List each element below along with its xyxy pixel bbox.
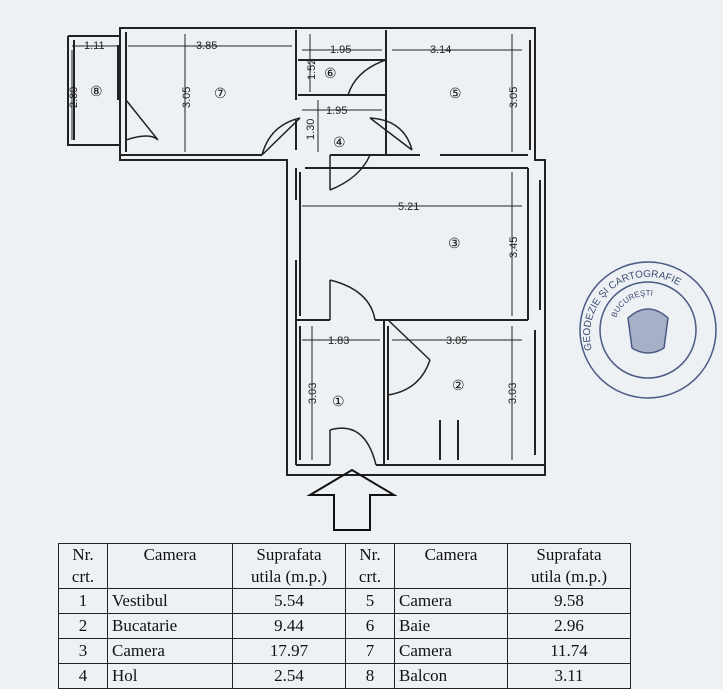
dim-room4-height: 1.30 [305,119,317,140]
dim-room4-width: 1.95 [326,105,347,117]
cell-nr: 5 [345,588,395,614]
cadastre-stamp: GEODEZIE ŞI CARTOGRAFIE BUCUREŞTI [579,261,717,399]
dim-room5-height: 3.05 [508,87,520,108]
cell-nr: 6 [345,613,395,639]
header-nr: Nr. crt. [58,543,108,589]
table-header-row: Nr. crt. Camera Suprafata utila (m.p.) N… [58,543,631,589]
rooms-table: Nr. crt. Camera Suprafata utila (m.p.) N… [58,543,631,689]
cell-camera: Camera [107,638,233,664]
dim-room1-width: 1.83 [328,335,349,347]
cell-nr: 1 [58,588,108,614]
dim-balcony-width: 1.11 [84,40,105,52]
room-label-2: ② [452,377,465,393]
header-camera-2: Camera [394,543,508,589]
dim-room1-height: 3.03 [307,383,319,404]
cell-suprafata: 2.96 [507,613,631,639]
dim-room3-width: 5.21 [398,201,419,213]
header-camera: Camera [107,543,233,589]
room-label-7: ⑦ [214,85,227,101]
header-nr-2: Nr. crt. [345,543,395,589]
cell-nr: 7 [345,638,395,664]
cell-camera: Camera [394,638,508,664]
table-row: 4 Hol 2.54 8 Balcon 3.11 [58,663,631,689]
cell-suprafata: 2.54 [232,663,346,689]
room-label-8: ⑧ [90,83,103,99]
floor-plan: 1.11 3.85 1.95 3.14 2.80 3.05 1.52 3.05 … [67,27,717,531]
header-suprafata-2: Suprafata utila (m.p.) [507,543,631,589]
doors [125,59,431,466]
entrance-arrow [306,468,398,531]
table-row: 2 Bucatarie 9.44 6 Baie 2.96 [58,613,631,639]
cell-suprafata: 11.74 [507,638,631,664]
cell-camera: Hol [107,663,233,689]
dim-room5-width: 3.14 [430,44,451,56]
cell-suprafata: 3.11 [507,663,631,689]
cell-camera: Camera [394,588,508,614]
walls [67,27,546,476]
dim-room2-width: 3.05 [446,335,467,347]
cell-camera: Vestibul [107,588,233,614]
dim-room6-height: 1.52 [306,59,318,80]
cell-suprafata: 9.58 [507,588,631,614]
dim-balcony-height: 2.80 [68,87,80,108]
dim-room2-height: 3.03 [507,383,519,404]
dimension-lines [71,34,522,460]
room-label-4: ④ [333,134,346,150]
cell-nr: 4 [58,663,108,689]
cell-camera: Bucatarie [107,613,233,639]
room-label-3: ③ [448,235,461,251]
cell-nr: 3 [58,638,108,664]
cell-suprafata: 5.54 [232,588,346,614]
dim-room3-height: 3.45 [508,237,520,258]
header-suprafata: Suprafata utila (m.p.) [232,543,346,589]
dim-room7-height: 3.05 [181,87,193,108]
cell-nr: 8 [345,663,395,689]
cell-camera: Baie [394,613,508,639]
room-label-5: ⑤ [449,85,462,101]
cell-nr: 2 [58,613,108,639]
table-row: 1 Vestibul 5.54 5 Camera 9.58 [58,588,631,614]
cell-camera: Balcon [394,663,508,689]
room-label-6: ⑥ [324,65,337,81]
room-label-1: ① [332,393,345,409]
dim-room7-width: 3.85 [196,40,217,52]
cell-suprafata: 17.97 [232,638,346,664]
dim-room6-width: 1.95 [330,44,351,56]
cell-suprafata: 9.44 [232,613,346,639]
table-row: 3 Camera 17.97 7 Camera 11.74 [58,638,631,664]
